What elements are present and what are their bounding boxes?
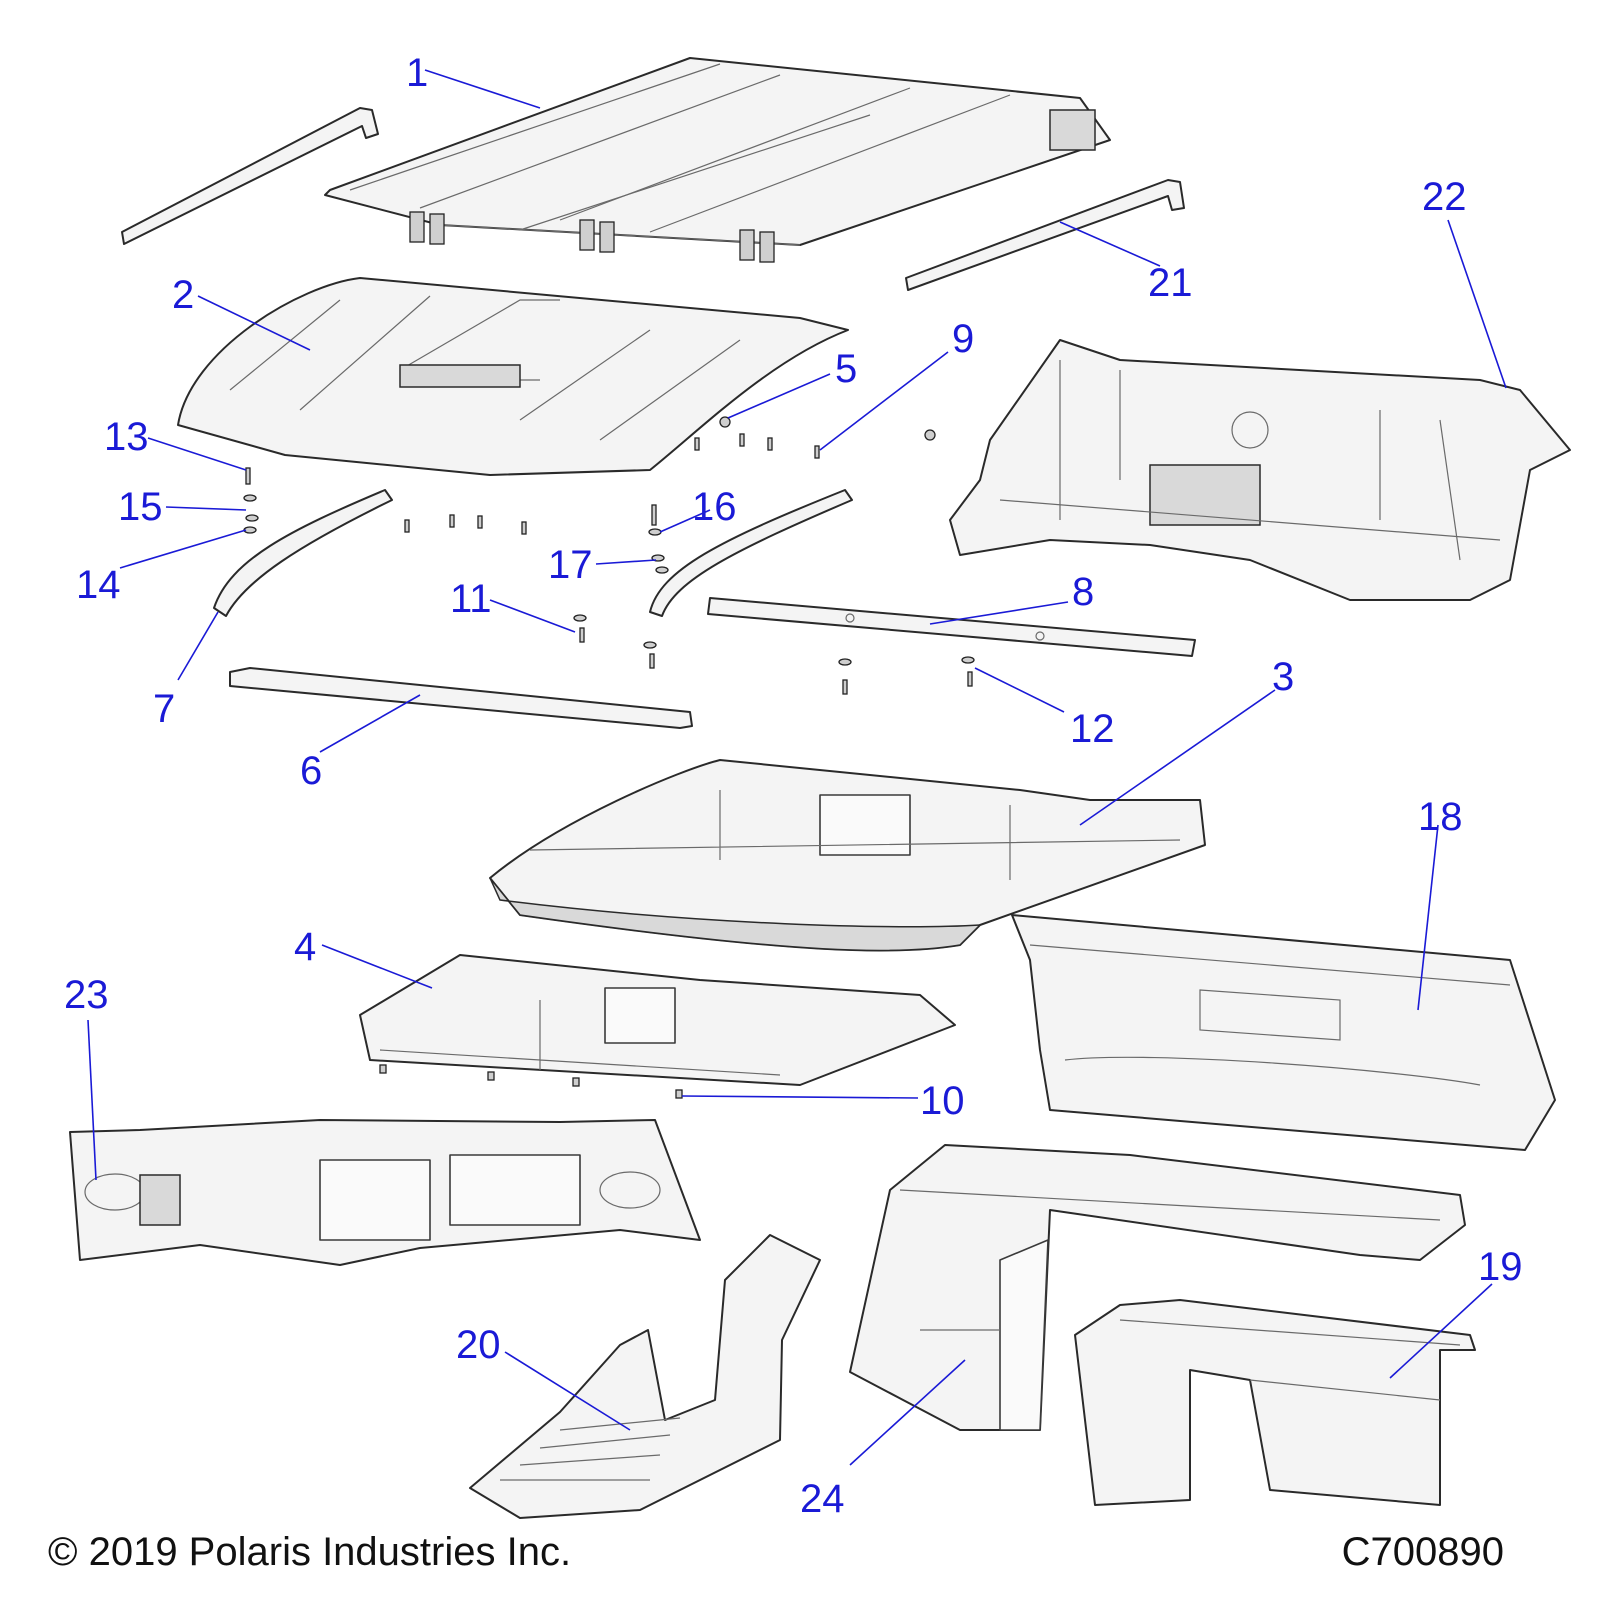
part-8-cross-bar <box>707 597 1196 657</box>
callout-21: 21 <box>1148 261 1193 305</box>
callout-1: 1 <box>406 51 428 95</box>
part-2-roof-liner <box>177 277 849 476</box>
leader-21 <box>1059 221 1161 267</box>
callout-16: 16 <box>692 485 737 529</box>
leader-13 <box>147 437 247 471</box>
callout-18: 18 <box>1418 795 1463 839</box>
part-18-rear-panel <box>1011 914 1556 1151</box>
part-21-roof-rail-right <box>905 179 1185 291</box>
leader-5 <box>727 373 831 419</box>
callout-3: 3 <box>1272 655 1294 699</box>
leader-8 <box>929 601 1069 625</box>
leader-15 <box>165 506 247 511</box>
callout-15: 15 <box>118 485 163 529</box>
leader-lines <box>87 69 1507 1466</box>
callout-5: 5 <box>835 347 857 391</box>
callout-7: 7 <box>153 687 175 731</box>
leader-16 <box>659 509 711 533</box>
part-7-trim-strip-left <box>213 489 393 617</box>
callout-8: 8 <box>1072 570 1094 614</box>
part-22-cab-frame <box>949 339 1571 601</box>
callout-23: 23 <box>64 973 109 1017</box>
leader-23 <box>87 1019 97 1181</box>
leader-20 <box>504 1351 631 1431</box>
callout-10: 10 <box>920 1079 965 1123</box>
callout-4: 4 <box>294 925 316 969</box>
fastener-hardware <box>243 416 975 1099</box>
part-20-floor-mat <box>469 1234 821 1519</box>
part-23-dash-panel <box>69 1119 701 1266</box>
part-trim-strip-right <box>649 489 853 617</box>
callout-20: 20 <box>456 1323 501 1367</box>
callout-2: 2 <box>172 273 194 317</box>
leader-2 <box>197 295 311 351</box>
leader-11 <box>489 599 576 633</box>
callout-numbers: 1 2 3 4 5 6 7 8 9 10 11 12 13 14 15 16 1… <box>64 51 1523 1521</box>
leader-19 <box>1389 1283 1493 1379</box>
part-6-front-trim <box>229 667 693 729</box>
leader-7 <box>177 611 219 681</box>
callout-9: 9 <box>952 317 974 361</box>
leader-12 <box>974 667 1065 713</box>
callout-14: 14 <box>76 563 121 607</box>
leader-10 <box>681 1095 919 1099</box>
callout-22: 22 <box>1422 175 1467 219</box>
leader-18 <box>1417 824 1439 1011</box>
part-3-headliner-rear <box>489 759 1206 952</box>
leader-17 <box>595 559 657 565</box>
leader-4 <box>321 944 433 989</box>
copyright-text: © 2019 Polaris Industries Inc. <box>48 1530 572 1574</box>
callout-17: 17 <box>548 543 593 587</box>
part-19-side-panel <box>1074 1299 1476 1506</box>
callout-13: 13 <box>104 415 149 459</box>
leader-14 <box>119 529 247 569</box>
part-24-side-panel <box>849 1144 1466 1431</box>
callout-24: 24 <box>800 1477 845 1521</box>
part-roof-rail-left <box>121 107 379 245</box>
leader-9 <box>819 351 949 451</box>
part-1-roof-top <box>324 57 1111 263</box>
leader-1 <box>424 69 541 109</box>
callout-6: 6 <box>300 749 322 793</box>
drawing-id: C700890 <box>1341 1530 1504 1574</box>
leader-6 <box>319 694 421 753</box>
part-4-headliner-front <box>359 954 956 1086</box>
callout-19: 19 <box>1478 1245 1523 1289</box>
callout-11: 11 <box>450 577 492 621</box>
leader-22 <box>1447 219 1507 389</box>
leader-24 <box>849 1359 966 1466</box>
callout-12: 12 <box>1070 707 1115 751</box>
leader-3 <box>1079 689 1276 826</box>
